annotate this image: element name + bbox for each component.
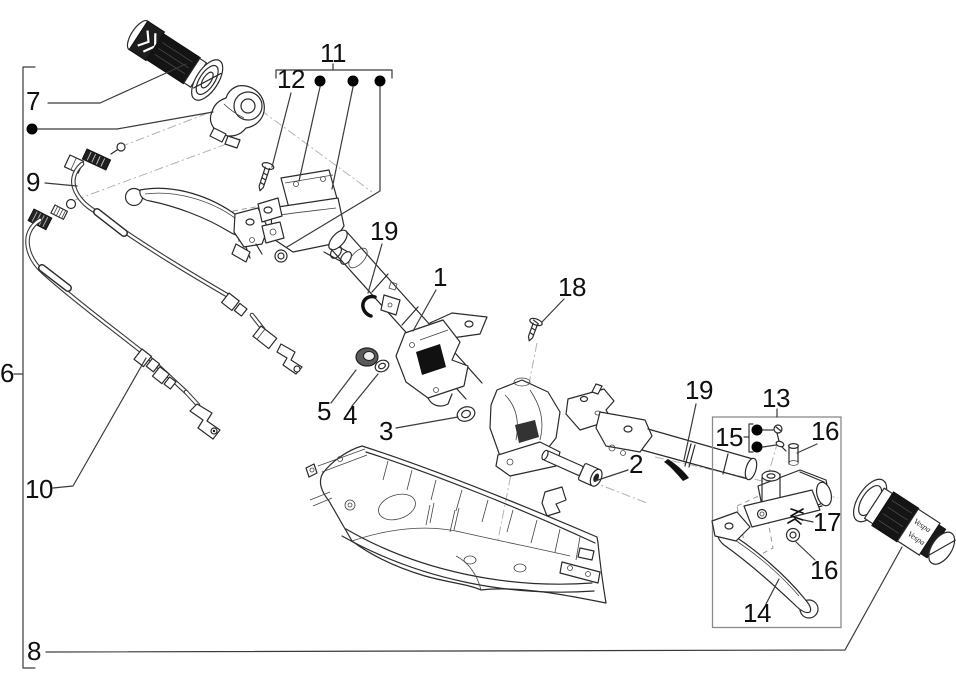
- callout-16-bottom: 16: [810, 555, 838, 585]
- screw-12: [258, 161, 275, 192]
- callout-15: 15: [715, 422, 743, 452]
- callout-8: 8: [27, 636, 41, 666]
- callout-1: 1: [433, 262, 447, 292]
- throttle-cable-lower: [25, 198, 221, 440]
- callout-17: 17: [813, 507, 841, 537]
- bolt-2: [541, 449, 603, 487]
- callout-12: 12: [277, 64, 305, 94]
- left-grip: [126, 19, 224, 101]
- callout-4: 4: [343, 400, 357, 430]
- callout-9: 9: [26, 167, 40, 197]
- nut-5: [355, 347, 379, 367]
- callout-14: 14: [743, 598, 771, 628]
- screw-18: [527, 317, 543, 342]
- callout-2: 2: [629, 449, 643, 479]
- callout-3: 3: [379, 416, 393, 446]
- right-grip: Vespa Vespa: [853, 478, 956, 565]
- callout-7: 7: [26, 86, 40, 116]
- circlip-19-right: [664, 459, 689, 481]
- callout-13: 13: [762, 383, 790, 413]
- rear-lever-assembly: [711, 424, 833, 619]
- throttle-cable-upper: [63, 142, 303, 375]
- left-brake-lever: [124, 187, 269, 263]
- handlebar: [328, 229, 758, 481]
- callout-6: 6: [0, 358, 14, 388]
- callout-19-right: 19: [685, 375, 713, 405]
- callout-bullet: [347, 75, 359, 87]
- callout-19-left: 19: [370, 216, 398, 246]
- callout-5: 5: [317, 396, 331, 426]
- callout-leaders: [13, 63, 903, 669]
- front-master-cylinder: [257, 161, 353, 265]
- callout-11: 11: [320, 38, 347, 68]
- callout-bullet: [374, 75, 386, 87]
- circlip-19-left: [361, 294, 377, 318]
- callout-16-top: 16: [811, 416, 839, 446]
- callout-10: 10: [25, 474, 53, 504]
- callout-bullet: [314, 75, 326, 87]
- throttle-housing: [209, 85, 265, 149]
- washer-3: [456, 406, 476, 422]
- handlebar-cover: [305, 445, 607, 604]
- callout-bullet: [26, 123, 38, 135]
- callout-bullet: [751, 441, 763, 453]
- callout-18: 18: [558, 272, 586, 302]
- washer-4: [374, 359, 390, 373]
- callout-bullet: [751, 424, 763, 436]
